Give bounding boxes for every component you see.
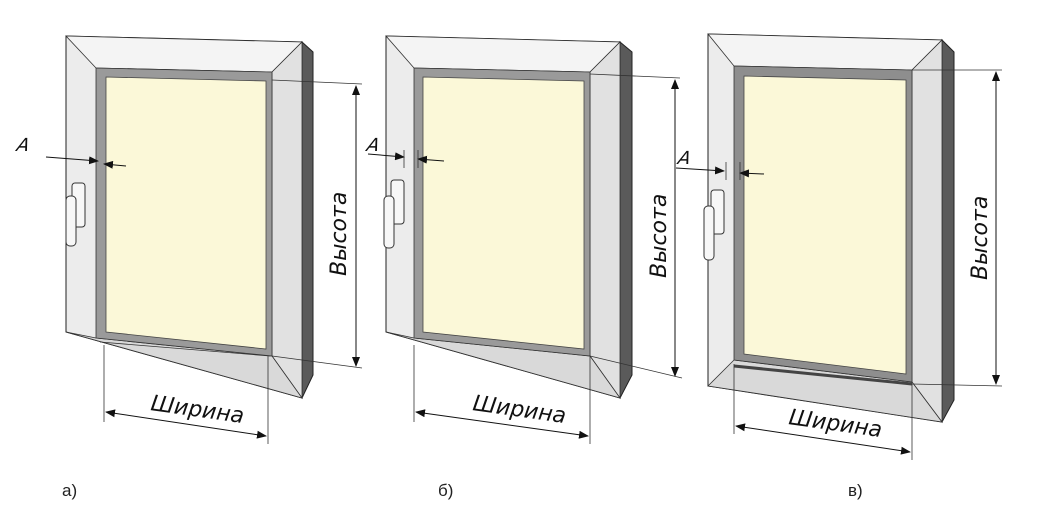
- height-label-a: Высота: [327, 192, 352, 276]
- width-label-b: Ширина: [471, 391, 568, 429]
- window-handle-icon: [65, 182, 86, 247]
- window-c: [675, 33, 1003, 460]
- window-a: [45, 35, 363, 444]
- width-label-a: Ширина: [149, 391, 246, 429]
- gap-label-a: А: [14, 135, 32, 156]
- height-label-b: Высота: [647, 194, 672, 278]
- caption-c: в): [848, 481, 863, 500]
- caption-a: а): [62, 481, 77, 500]
- window-handle-icon: [383, 179, 405, 249]
- height-label-c: Высота: [968, 196, 993, 280]
- window-handle-icon: [703, 189, 725, 261]
- gap-label-b: А: [364, 135, 382, 156]
- gap-label-c: А: [675, 148, 693, 169]
- window-b: [367, 35, 683, 444]
- caption-b: б): [438, 481, 453, 500]
